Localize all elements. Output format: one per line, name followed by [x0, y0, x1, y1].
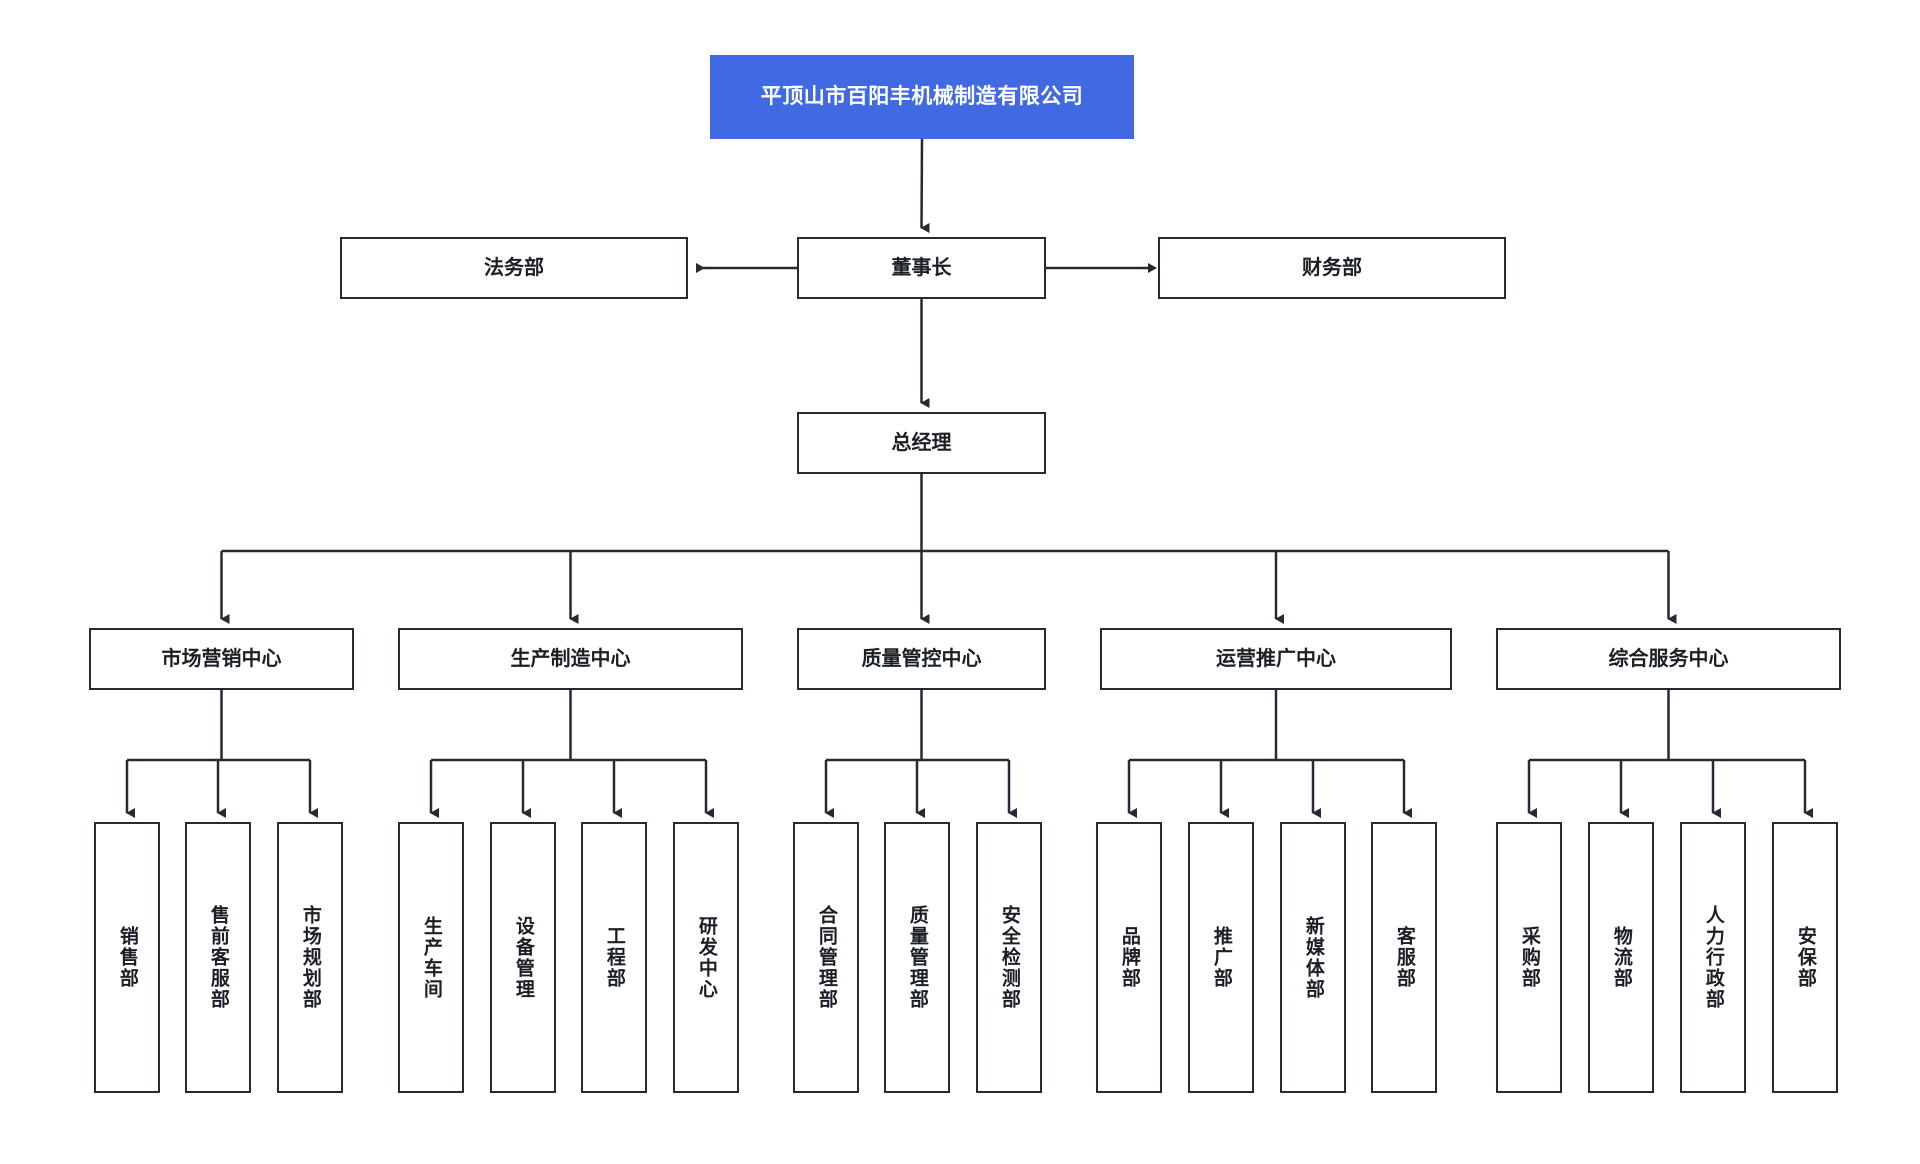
department-label: 采购部	[1518, 926, 1540, 989]
node-department-1-3[interactable]: 市场规划部	[277, 822, 343, 1093]
department-label: 市场规划部	[299, 905, 321, 1010]
node-department-4-2[interactable]: 推广部	[1188, 822, 1254, 1093]
general-manager-label: 总经理	[891, 431, 952, 454]
node-department-2-3[interactable]: 工程部	[581, 822, 647, 1093]
node-department-4-4[interactable]: 客服部	[1371, 822, 1437, 1093]
department-label: 品牌部	[1118, 926, 1140, 989]
department-label: 研发中心	[695, 915, 717, 1000]
center-label: 运营推广中心	[1216, 647, 1336, 670]
chairman-label: 董事长	[891, 256, 952, 279]
node-department-2-2[interactable]: 设备管理	[490, 822, 556, 1093]
node-center-2[interactable]: 生产制造中心	[398, 628, 743, 690]
node-center-4[interactable]: 运营推广中心	[1100, 628, 1452, 690]
center-label: 市场营销中心	[161, 647, 282, 670]
node-general-manager[interactable]: 总经理	[797, 412, 1046, 474]
node-department-5-1[interactable]: 采购部	[1496, 822, 1562, 1093]
node-center-3[interactable]: 质量管控中心	[797, 628, 1046, 690]
department-label: 设备管理	[512, 915, 534, 1000]
node-company-root[interactable]: 平顶山市百阳丰机械制造有限公司	[710, 55, 1134, 139]
node-center-5[interactable]: 综合服务中心	[1496, 628, 1841, 690]
node-department-2-4[interactable]: 研发中心	[673, 822, 739, 1093]
department-label: 合同管理部	[815, 905, 837, 1010]
node-chairman[interactable]: 董事长	[797, 237, 1046, 299]
department-label: 质量管理部	[906, 905, 928, 1010]
node-department-1-2[interactable]: 售前客服部	[185, 822, 251, 1093]
department-label: 客服部	[1393, 926, 1415, 989]
node-department-3-3[interactable]: 安全检测部	[976, 822, 1042, 1093]
center-label: 质量管控中心	[861, 647, 982, 670]
edge-root-to-chairman	[920, 138, 930, 234]
department-label: 新媒体部	[1302, 915, 1324, 1000]
node-department-5-2[interactable]: 物流部	[1588, 822, 1654, 1093]
node-department-4-3[interactable]: 新媒体部	[1280, 822, 1346, 1093]
department-label: 工程部	[603, 926, 625, 989]
center-label: 生产制造中心	[510, 647, 631, 670]
department-label: 生产车间	[420, 915, 442, 1000]
legal-department-label: 法务部	[484, 256, 544, 279]
node-finance-department[interactable]: 财务部	[1158, 237, 1506, 299]
node-department-2-1[interactable]: 生产车间	[398, 822, 464, 1093]
department-label: 安保部	[1794, 926, 1816, 989]
node-department-5-3[interactable]: 人力行政部	[1680, 822, 1746, 1093]
department-label: 推广部	[1210, 926, 1232, 989]
node-department-3-1[interactable]: 合同管理部	[793, 822, 859, 1093]
node-department-3-2[interactable]: 质量管理部	[884, 822, 950, 1093]
node-legal-department[interactable]: 法务部	[340, 237, 688, 299]
department-label: 售前客服部	[207, 905, 229, 1010]
node-department-1-1[interactable]: 销售部	[94, 822, 160, 1093]
department-label: 销售部	[116, 926, 138, 989]
node-department-5-4[interactable]: 安保部	[1772, 822, 1838, 1093]
company-root-label: 平顶山市百阳丰机械制造有限公司	[760, 84, 1084, 108]
department-label: 人力行政部	[1702, 905, 1724, 1010]
department-label: 物流部	[1610, 926, 1632, 989]
node-center-1[interactable]: 市场营销中心	[89, 628, 354, 690]
finance-department-label: 财务部	[1302, 256, 1362, 279]
center-label: 综合服务中心	[1608, 647, 1729, 670]
node-department-4-1[interactable]: 品牌部	[1096, 822, 1162, 1093]
department-label: 安全检测部	[998, 905, 1020, 1010]
